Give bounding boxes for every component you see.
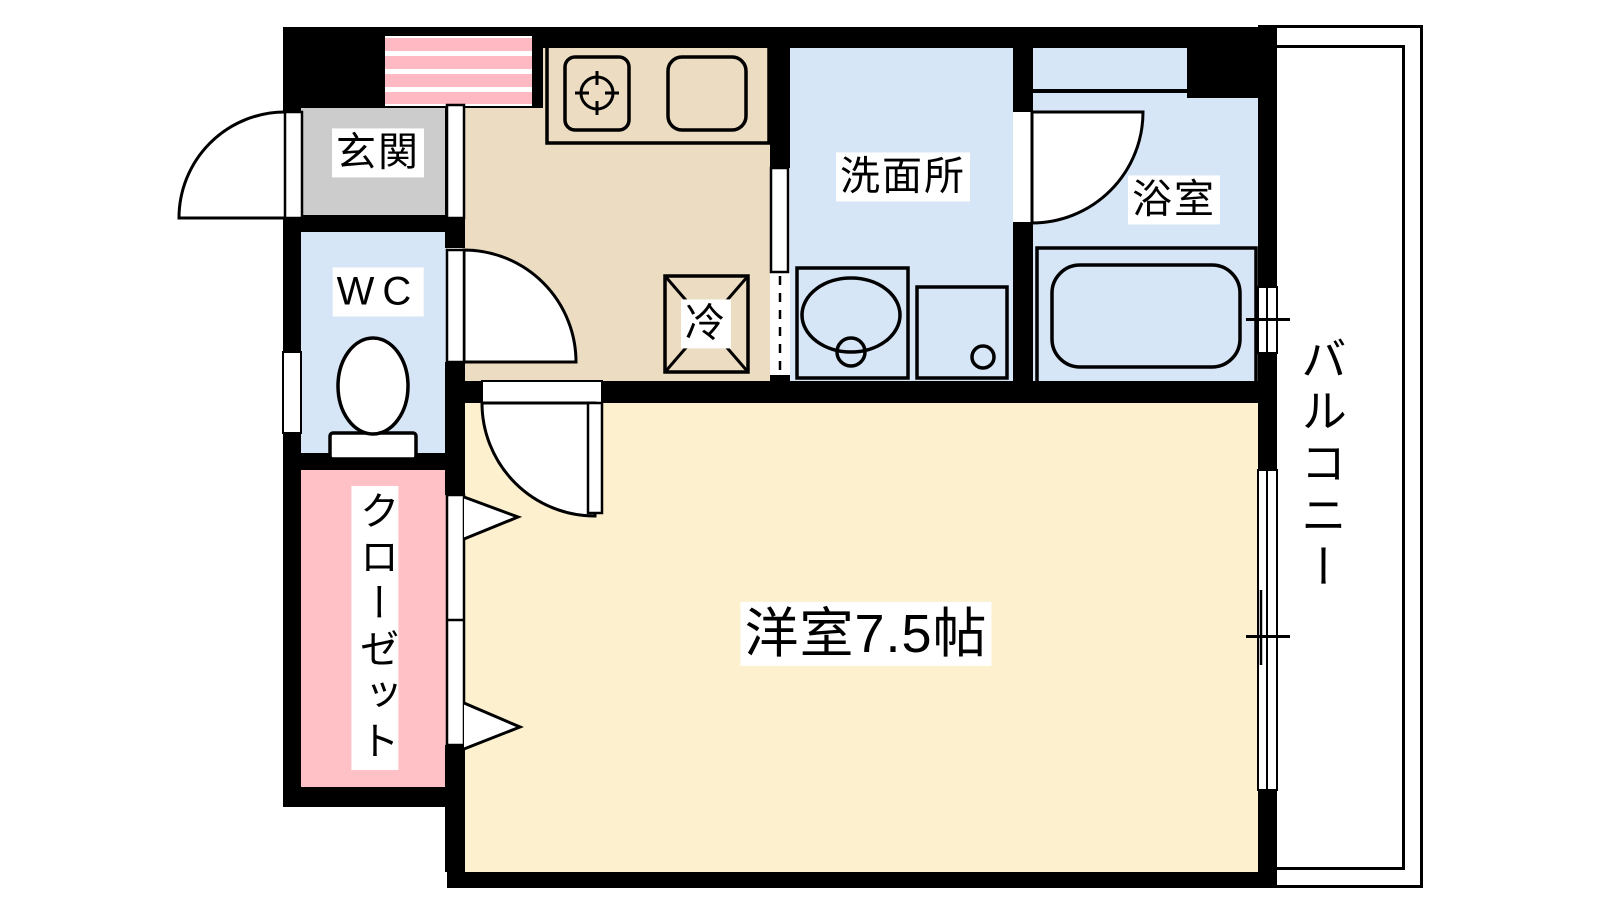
shoe-cabinet-shelf	[385, 74, 532, 87]
closet-doors	[445, 493, 524, 751]
main-room-door-opening	[481, 380, 603, 404]
genkan-label: 玄関	[332, 128, 424, 178]
wall-kitchen-washroom-a	[770, 48, 790, 168]
bathroom-window	[1246, 286, 1290, 354]
genkan-step	[445, 103, 466, 220]
wall-mainroom-top-b	[602, 381, 1258, 403]
shoe-cabinet-shelf	[385, 56, 532, 69]
wall-left-a	[283, 27, 301, 112]
washer-pan	[915, 285, 1009, 380]
closet-door-fold-icon	[463, 495, 523, 541]
shoe-cabinet-shelf	[385, 38, 532, 51]
bathroom-label: 浴室	[1128, 175, 1220, 225]
washroom-floor	[790, 48, 1013, 381]
balcony-rail-outer-right	[1420, 25, 1423, 888]
washroom-fixtures	[795, 266, 1009, 380]
toilet-bowl-icon	[336, 336, 410, 436]
stove-burner-icon	[563, 55, 631, 132]
wall-right-b	[1258, 353, 1277, 470]
balcony-label: バルコニー	[1294, 335, 1347, 595]
balcony-floor	[1277, 45, 1405, 870]
shoe-cabinet-shelf	[385, 92, 532, 104]
bathroom-door-opening	[1013, 112, 1033, 222]
wall-mainroom-top-a	[465, 381, 482, 403]
bathtub-group	[1035, 246, 1258, 385]
washroom-label: 洗面所	[836, 152, 970, 202]
balcony-rail-inner-right	[1402, 45, 1405, 870]
bathtub-surround	[1035, 246, 1258, 385]
vanity-basin-icon	[800, 276, 902, 354]
balcony-rail-outer-bottom	[1258, 885, 1423, 888]
wall-closet-bottom	[283, 787, 465, 807]
wall-left-c	[283, 433, 301, 807]
main-room-label: 洋室7.5帖	[740, 601, 992, 667]
wc-door	[445, 248, 578, 364]
washroom-door	[769, 166, 790, 375]
bathroom-door-swing-arc	[1030, 110, 1145, 225]
wall-washroom-bathroom-a	[1013, 48, 1033, 112]
bathroom-door	[1013, 110, 1145, 225]
entrance-door-leaf	[283, 110, 304, 220]
washroom-door-leaf	[769, 166, 790, 274]
main-room-window-tick	[1246, 635, 1290, 638]
wall-column-c	[445, 362, 465, 495]
shoe-cabinet	[385, 36, 532, 106]
balcony-rail-outer-top	[1258, 25, 1423, 28]
balcony-rail-inner-top	[1277, 45, 1405, 48]
wc-window	[282, 351, 302, 434]
wall-kitchen-washroom-b	[770, 375, 790, 383]
main-room-door-swing-arc	[480, 401, 597, 518]
balcony-railing	[1258, 25, 1423, 888]
kitchen-counter-group	[545, 44, 771, 145]
wall-right-c	[1258, 790, 1277, 888]
wall-column-d	[445, 745, 465, 872]
bathtub-icon	[1050, 263, 1242, 369]
main-room-door	[480, 380, 604, 518]
kitchen-sink-icon	[666, 55, 748, 132]
washer-drain-icon	[970, 344, 996, 370]
main-room-window	[1246, 469, 1290, 791]
wc-door-leaf	[445, 248, 466, 364]
toilet-tank-icon	[328, 431, 418, 461]
refrigerator-label: 冷	[681, 299, 731, 349]
bathroom-window-tick	[1246, 318, 1290, 321]
kitchen-counter	[545, 44, 771, 145]
balcony-rail-inner-bottom	[1277, 867, 1405, 870]
vanity-counter	[795, 266, 910, 380]
wall-column-b	[445, 232, 465, 248]
closet-door-fold-icon	[463, 701, 524, 751]
wall-genkan-wc	[300, 215, 465, 232]
wall-washroom-bathroom-b	[1013, 222, 1033, 381]
wall-left-b	[283, 218, 301, 352]
wall-bottom	[447, 872, 1277, 888]
wall-right-a	[1258, 27, 1277, 287]
main-room-door-leaf	[586, 401, 604, 515]
wc-door-swing-arc	[462, 248, 578, 364]
entrance-door-swing-arc	[177, 110, 302, 220]
refrigerator-box	[663, 274, 750, 374]
vanity-drain-icon	[835, 336, 867, 368]
toilet	[328, 336, 418, 461]
entrance-door	[177, 110, 304, 220]
bathroom-ledge-line	[1033, 89, 1187, 93]
wc-label: WC	[332, 267, 424, 317]
closet-label: クローゼット	[351, 486, 399, 770]
